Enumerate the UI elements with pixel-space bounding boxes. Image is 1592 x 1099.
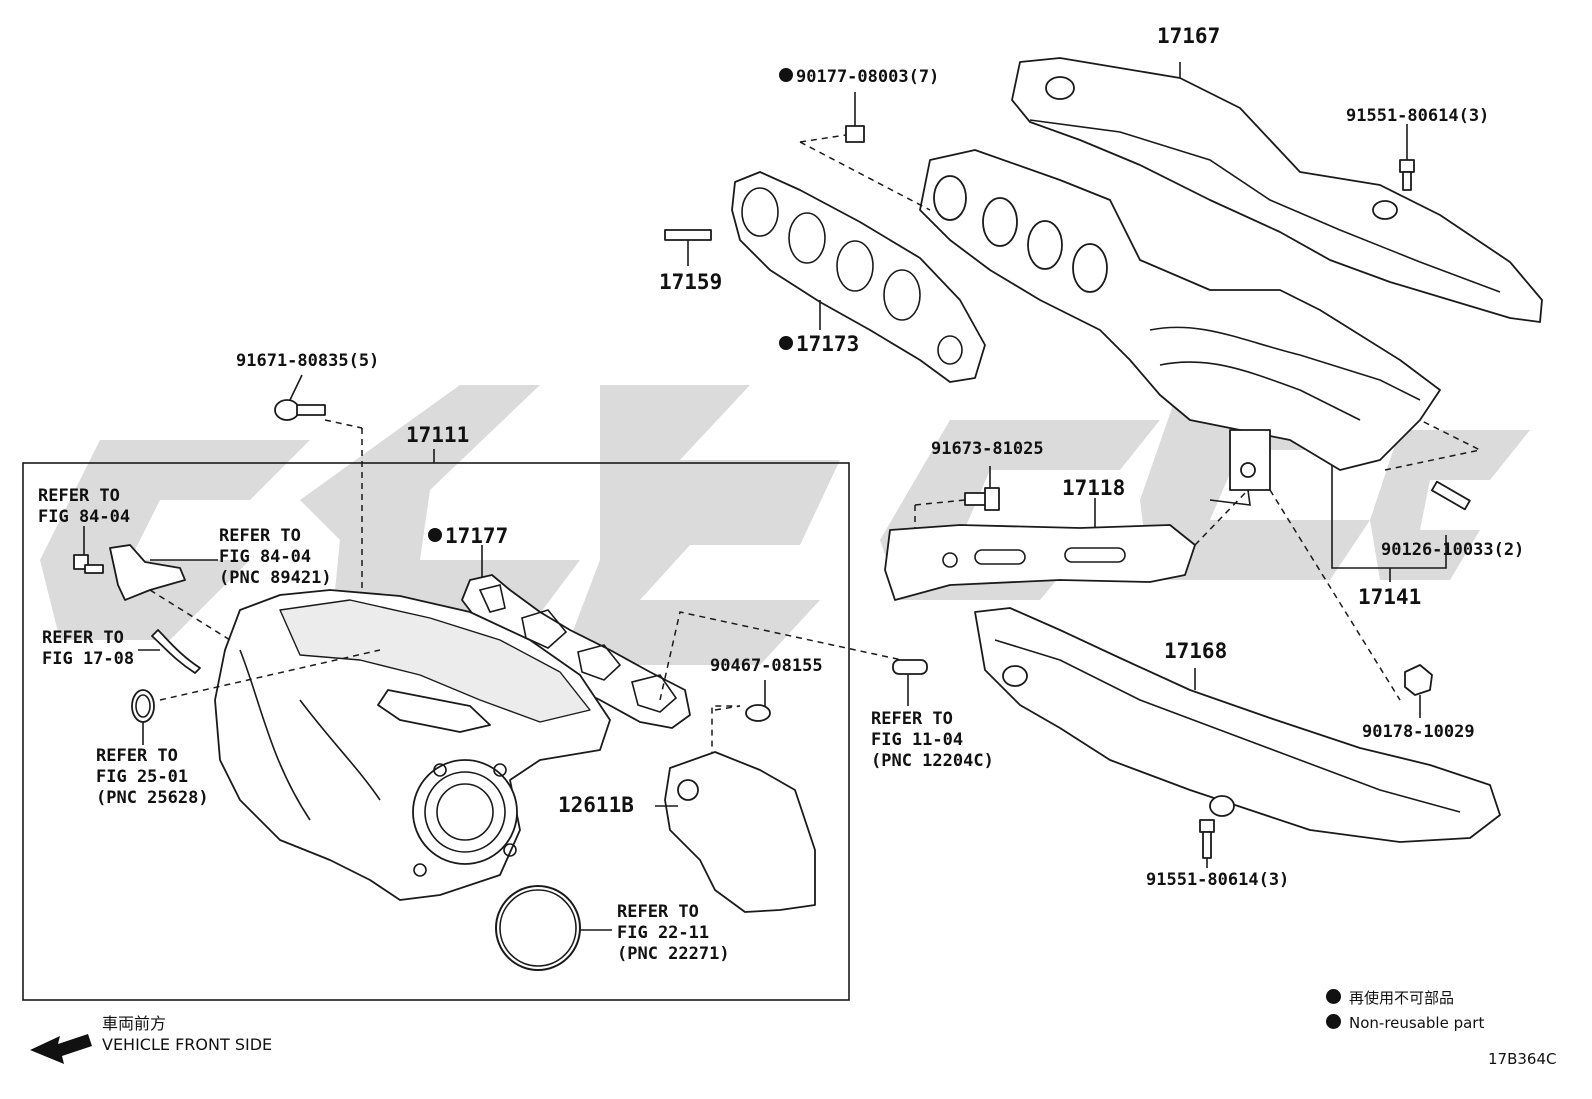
label-91551-lower: 91551-80614(3): [1146, 870, 1290, 890]
legend-en: Non-reusable part: [1326, 1013, 1484, 1033]
intake-group-box: [22, 462, 850, 1001]
refer-84-04-a: REFER TO FIG 84-04: [38, 486, 131, 527]
label-90177: 90177-08003(7): [779, 67, 939, 88]
manifold-stay: [884, 524, 1196, 601]
label-90467: 90467-08155: [710, 656, 823, 676]
refer-11-04: REFER TO FIG 11-04 (PNC 12204C): [871, 709, 994, 771]
refer-22-11: REFER TO FIG 22-11 (PNC 22271): [617, 902, 730, 964]
label-17168: 17168: [1164, 639, 1228, 663]
exhaust-gasket: [731, 171, 986, 383]
figure-id: 17B364C: [1488, 1050, 1557, 1068]
non-reusable-dot-icon: [779, 68, 793, 82]
refer-25-01: REFER TO FIG 25-01 (PNC 25628): [96, 746, 209, 808]
non-reusable-dot-icon: [1326, 989, 1341, 1004]
label-17159: 17159: [659, 270, 723, 294]
intake-cover: [664, 751, 816, 913]
label-91551-upper: 91551-80614(3): [1346, 106, 1490, 126]
label-12611b: 12611B: [558, 793, 634, 817]
non-reusable-dot-icon: [1326, 1014, 1341, 1029]
label-17167: 17167: [1157, 24, 1221, 48]
label-90126: 90126-10033(2): [1381, 540, 1525, 560]
label-17111: 17111: [406, 423, 470, 447]
heat-insulator-lower: [974, 607, 1501, 843]
label-17141: 17141: [1358, 585, 1422, 609]
label-90178: 90178-10029: [1362, 722, 1475, 742]
refer-17-08: REFER TO FIG 17-08: [42, 628, 135, 669]
vehicle-front-label: 車両前方 VEHICLE FRONT SIDE: [102, 1014, 273, 1054]
label-91673: 91673-81025: [931, 439, 1044, 459]
label-17173: 17173: [779, 332, 859, 356]
non-reusable-dot-icon: [779, 336, 793, 350]
label-91671: 91671-80835(5): [236, 351, 380, 371]
front-arrow-icon: [30, 1034, 92, 1064]
non-reusable-dot-icon: [428, 528, 442, 542]
refer-84-04-b: REFER TO FIG 84-04 (PNC 89421): [219, 526, 332, 588]
label-17177: 17177: [428, 524, 508, 548]
legend-jp: 再使用不可部品: [1326, 988, 1454, 1008]
label-17118: 17118: [1062, 476, 1126, 500]
heat-insulator-upper: [1011, 57, 1543, 323]
